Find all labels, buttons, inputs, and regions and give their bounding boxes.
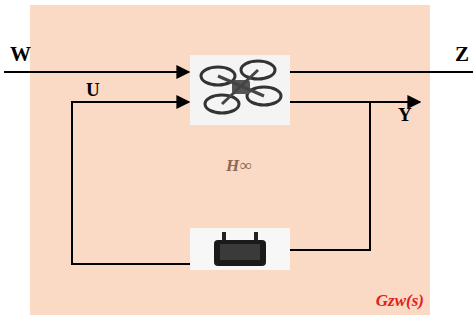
signal-name: W — [10, 44, 31, 65]
drone-picture — [190, 55, 290, 125]
remote-controller-picture — [190, 228, 290, 270]
signal-wires — [4, 72, 473, 264]
transfer-function-label: Gzw(s) — [376, 291, 424, 311]
signal-name: Y — [398, 105, 412, 124]
signal-name: U — [86, 80, 100, 99]
signal-name: H∞ — [226, 157, 251, 174]
signal-name: Z — [455, 44, 469, 65]
plant-region — [30, 5, 430, 315]
